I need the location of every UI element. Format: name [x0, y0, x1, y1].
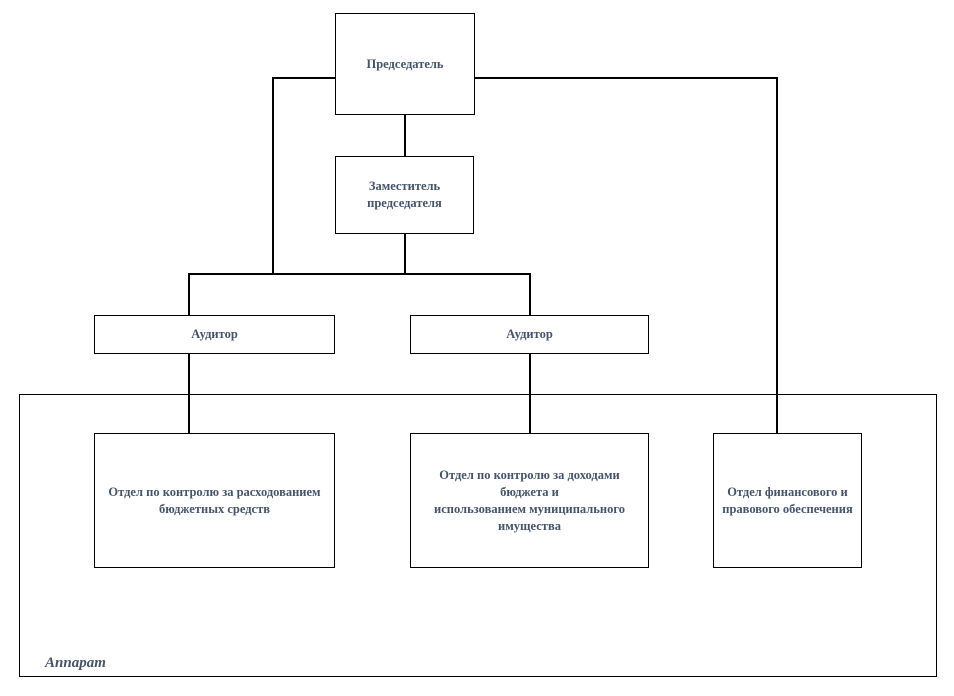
node-dept-expenditure-control: Отдел по контролю за расходованием бюдже… [94, 433, 335, 568]
connector-deputy-to-bus [404, 233, 406, 274]
connector-auditors-bus [188, 273, 531, 275]
connector-auditor1-dept1 [188, 353, 190, 434]
node-auditor-1: Аудитор [94, 315, 335, 354]
apparatus-label: Аппарат [45, 655, 106, 671]
apparatus-container-box: Аппарат [19, 394, 937, 677]
connector-chairman-deputy [404, 115, 406, 157]
node-deputy-chairman: Заместитель председателя [335, 156, 474, 234]
node-auditor-2-label: Аудитор [506, 327, 553, 341]
connector-auditor2-dept2 [529, 353, 531, 434]
connector-chairman-left-horizontal [272, 77, 336, 79]
node-dept-revenue-property-control-label: Отдел по контролю за доходами бюджета и … [434, 467, 625, 533]
connector-chairman-right-horizontal [474, 77, 777, 79]
node-chairman-label: Председатель [366, 56, 444, 71]
node-chairman: Председатель [335, 13, 475, 115]
connector-chairman-to-dept3 [776, 77, 778, 434]
node-dept-expenditure-control-label: Отдел по контролю за расходованием бюдже… [108, 484, 321, 516]
connector-bus-auditor1 [188, 273, 190, 316]
connector-chairman-left-vertical [272, 77, 274, 274]
connector-bus-auditor2 [529, 273, 531, 316]
node-dept-finance-legal: Отдел финансового и правового обеспечени… [713, 433, 862, 568]
node-deputy-chairman-label: Заместитель председателя [367, 179, 442, 210]
node-dept-revenue-property-control: Отдел по контролю за доходами бюджета и … [410, 433, 649, 568]
node-auditor-2: Аудитор [410, 315, 649, 354]
node-auditor-1-label: Аудитор [191, 327, 238, 341]
node-dept-finance-legal-label: Отдел финансового и правового обеспечени… [722, 484, 853, 516]
